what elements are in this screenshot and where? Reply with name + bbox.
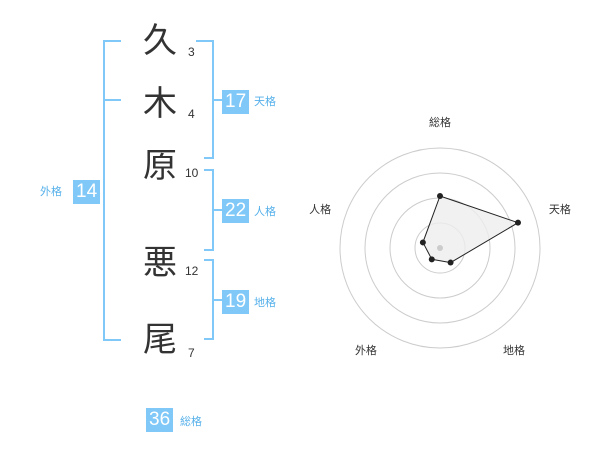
- radar-axis-label-2: 天格: [549, 202, 571, 216]
- stroke-count-3: 10: [185, 166, 199, 180]
- gaikaku-label: 外格: [40, 185, 62, 198]
- radar-point-1: [437, 193, 443, 199]
- jinkaku-label: 人格: [254, 205, 276, 218]
- radar-point-5: [419, 239, 426, 246]
- radar-axis-label-4: 外格: [355, 343, 377, 357]
- radar-area: [422, 195, 520, 264]
- radar-axis-label-1: 総格: [429, 115, 451, 129]
- radar-ring-4: [339, 147, 541, 349]
- radar-center-dot: [437, 245, 443, 251]
- name-char-3: 原: [143, 146, 177, 186]
- gaikaku-value: 14: [73, 180, 101, 204]
- name-char-1: 久: [143, 21, 177, 61]
- chikaku-label: 地格: [254, 296, 276, 309]
- radar-ring-3: [364, 172, 516, 324]
- radar-point-3: [447, 259, 454, 266]
- radar-axis-label-5: 人格: [309, 202, 331, 216]
- stroke-count-2: 4: [188, 107, 195, 121]
- radar-axis-label-3: 地格: [503, 343, 525, 357]
- radar-point-2: [514, 219, 521, 226]
- stroke-count-5: 7: [188, 346, 195, 360]
- name-char-2: 木: [143, 84, 177, 124]
- chikaku-value: 19: [222, 290, 250, 314]
- tenkaku-label: 天格: [254, 95, 276, 108]
- soukaku-label: 総格: [180, 415, 202, 428]
- stroke-count-1: 3: [188, 45, 195, 59]
- jinkaku-value: 22: [222, 199, 250, 223]
- soukaku-value: 36: [146, 408, 174, 432]
- tenkaku-value: 17: [222, 90, 250, 114]
- name-char-5: 尾: [143, 320, 177, 360]
- name-char-4: 悪: [143, 243, 177, 283]
- stroke-count-4: 12: [185, 264, 199, 278]
- gaikaku-bracket: [103, 40, 121, 341]
- radar-point-4: [428, 256, 435, 263]
